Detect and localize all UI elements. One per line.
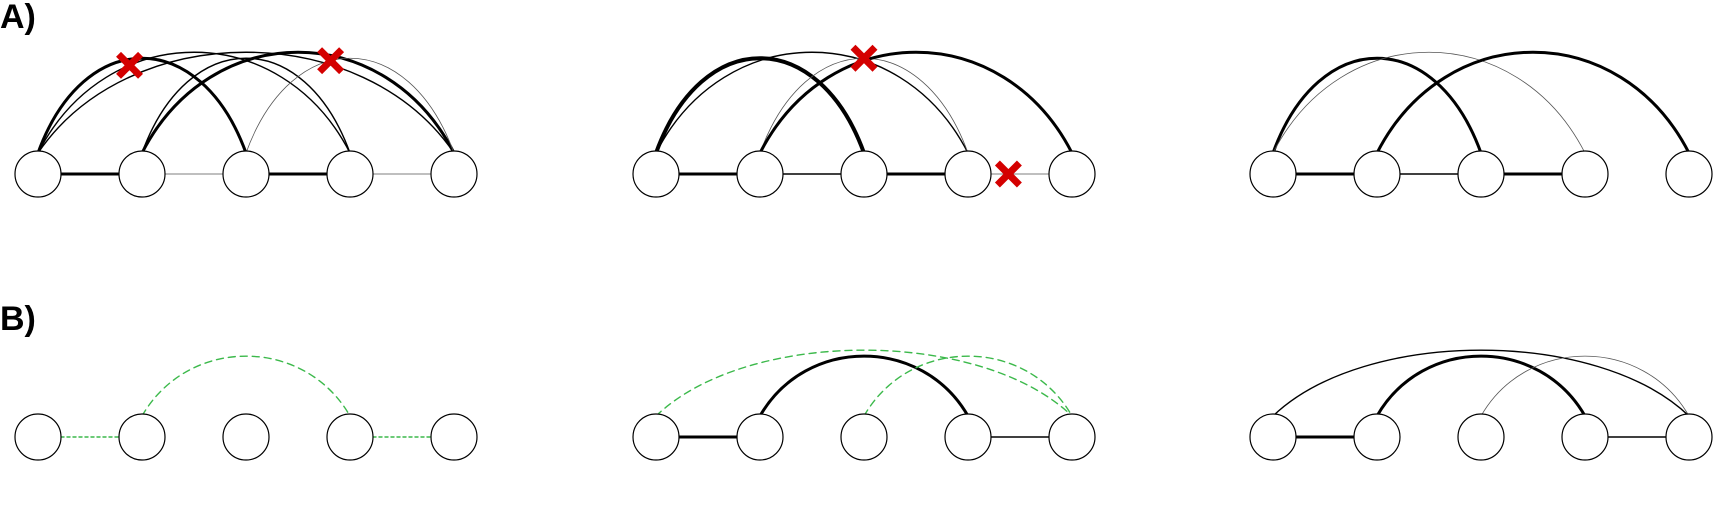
- node-circle: [1048, 413, 1096, 461]
- node-circle: [1353, 150, 1401, 198]
- node-circle: [14, 150, 62, 198]
- node-circle: [430, 150, 478, 198]
- node-circle: [222, 413, 270, 461]
- removed-edge-cross-icon: [116, 51, 144, 79]
- arc-edge: [655, 349, 1073, 417]
- node-circle: [1249, 413, 1297, 461]
- node-circle: [1457, 413, 1505, 461]
- panel-a-2: [632, 44, 1096, 198]
- cross-stroke: [994, 160, 1022, 188]
- arc-edge: [758, 50, 1074, 155]
- node-circle: [118, 150, 166, 198]
- panel-a-3: [1249, 50, 1713, 198]
- node-circle: [632, 150, 680, 198]
- node-circle: [1457, 150, 1505, 198]
- arc-edge: [863, 355, 1073, 417]
- arc-edge: [36, 56, 248, 155]
- arc-edge: [654, 56, 866, 155]
- arc-edge: [1480, 355, 1690, 417]
- node-circle: [1249, 150, 1297, 198]
- node-circle: [1665, 413, 1713, 461]
- arc-edge: [141, 355, 351, 417]
- node-circle: [736, 150, 784, 198]
- node-circle: [1561, 150, 1609, 198]
- removed-edge-cross-icon: [994, 160, 1022, 188]
- node-circle: [1048, 150, 1096, 198]
- cross-stroke: [317, 47, 345, 75]
- arc-edge: [1272, 51, 1586, 154]
- node-circle: [222, 150, 270, 198]
- panel-a-1: [14, 47, 478, 198]
- removed-edge-cross-icon: [850, 44, 878, 72]
- node-circle: [14, 413, 62, 461]
- cross-stroke: [116, 51, 144, 79]
- node-circle: [736, 413, 784, 461]
- arc-edge: [1272, 349, 1690, 417]
- arc-edge: [758, 354, 970, 418]
- arc-edge: [141, 57, 351, 154]
- cross-stroke: [850, 44, 878, 72]
- arc-edge: [37, 51, 351, 154]
- arc-edge: [655, 51, 969, 154]
- removed-edge-cross-icon: [317, 47, 345, 75]
- node-circle: [326, 150, 374, 198]
- node-circle: [944, 150, 992, 198]
- arc-edge: [1271, 56, 1483, 155]
- diagram-drawing: [14, 44, 1713, 461]
- panel-label-b: B): [0, 300, 36, 338]
- panel-b-3: [1249, 349, 1713, 461]
- node-circle: [1665, 150, 1713, 198]
- arc-edge: [245, 57, 455, 154]
- panel-b-2: [632, 349, 1096, 461]
- arc-edge: [37, 51, 455, 154]
- arc-edge: [1375, 50, 1691, 155]
- node-circle: [632, 413, 680, 461]
- panel-b-1: [14, 355, 478, 461]
- arc-edge: [1375, 354, 1587, 418]
- node-circle: [944, 413, 992, 461]
- panel-label-a: A): [0, 0, 36, 36]
- node-circle: [840, 413, 888, 461]
- node-circle: [118, 413, 166, 461]
- node-circle: [326, 413, 374, 461]
- node-circle: [1561, 413, 1609, 461]
- node-circle: [430, 413, 478, 461]
- node-circle: [840, 150, 888, 198]
- node-circle: [1353, 413, 1401, 461]
- arc-edge: [140, 50, 456, 155]
